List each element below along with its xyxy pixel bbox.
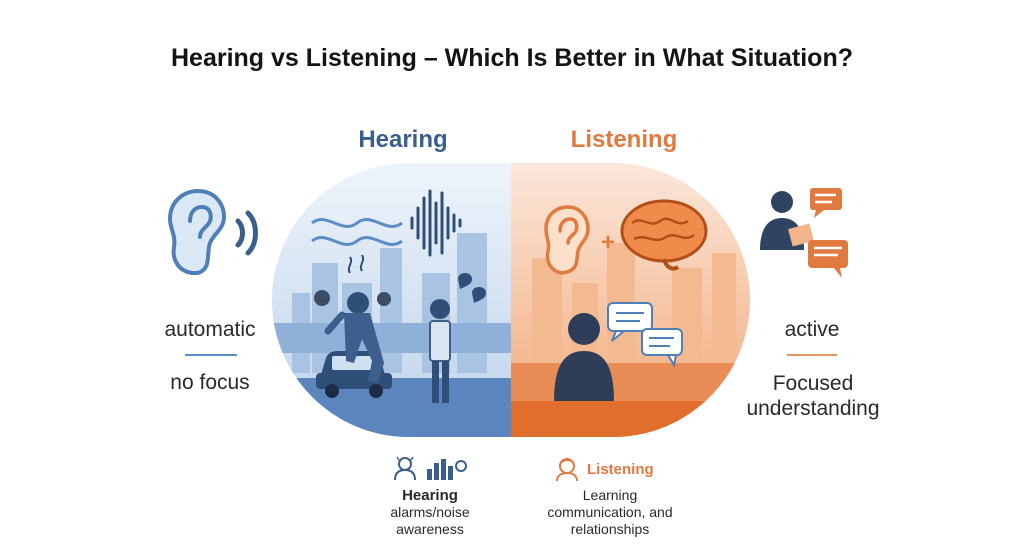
listening-footer-line: Learning (582, 487, 638, 503)
hearing-divider (185, 354, 237, 356)
ear-icon (544, 205, 590, 275)
listening-footer-line: communication, and (547, 504, 673, 520)
hearing-footer-title: Hearing (402, 487, 458, 504)
person-icon (554, 313, 614, 401)
hearing-footer-line: alarms/noise (390, 504, 470, 520)
brain-icon (620, 199, 708, 271)
listening-footer-title: Listening (587, 460, 654, 478)
ear-icon (167, 188, 258, 275)
person-icon (556, 458, 578, 482)
listening-side-bottom-1: Focused (772, 372, 854, 395)
person-icon (314, 254, 391, 383)
comparison-illustration: + (272, 163, 750, 437)
svg-text:+: + (601, 229, 615, 256)
sound-waves-icon (410, 189, 462, 257)
person-icon (394, 456, 416, 481)
listening-footer-line: relationships (570, 521, 650, 537)
person-reading-icon (760, 188, 848, 278)
chat-bubble-icon (607, 302, 683, 368)
person-icon (429, 273, 486, 403)
listening-divider (787, 354, 837, 356)
hearing-footer-icons (385, 455, 475, 481)
hearing-heading: Hearing (358, 126, 448, 153)
listening-footer-header: Listening (553, 456, 673, 482)
hearing-footer-line: awareness (396, 521, 464, 537)
page-title: Hearing vs Listening – Which Is Better i… (170, 44, 853, 72)
bar-chart-icon (427, 459, 467, 480)
listening-side-top: active (784, 318, 840, 341)
listening-heading: Listening (570, 126, 678, 153)
hearing-side-bottom: no focus (170, 371, 250, 394)
listening-footer: Learning communication, and relationship… (535, 487, 685, 538)
hearing-side-top: automatic (164, 318, 256, 341)
listening-side-bottom-2: understanding (746, 397, 880, 420)
hearing-footer: Hearing alarms/noise awareness (370, 487, 490, 538)
